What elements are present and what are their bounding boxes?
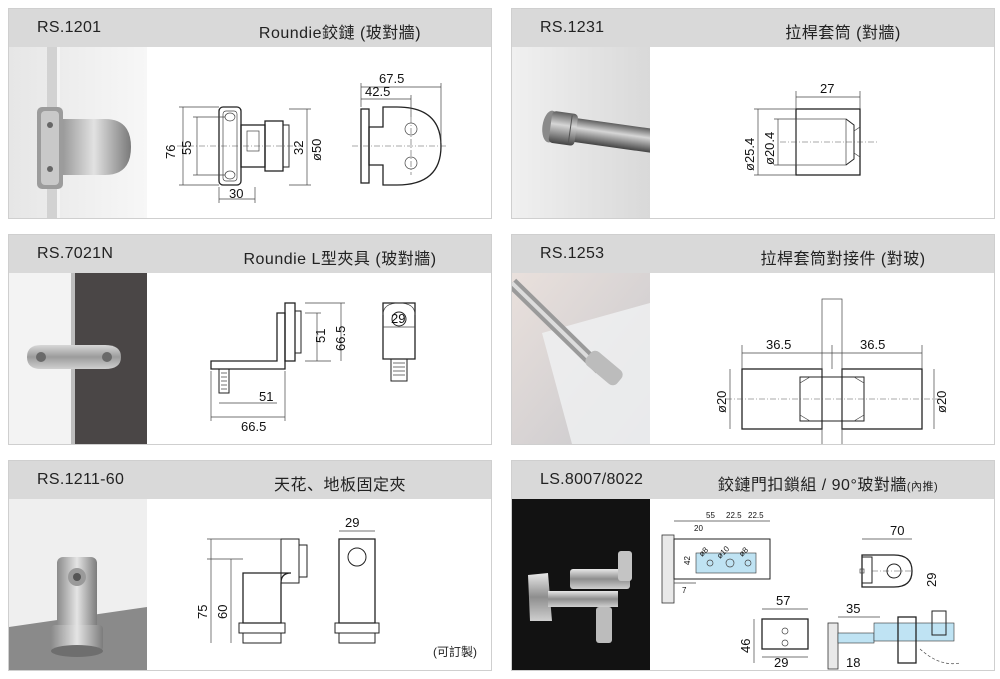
dim-75: 75 (195, 605, 210, 619)
product-code: RS.1201 (37, 19, 102, 36)
dim-55: 55 (706, 511, 715, 520)
dim-7: 7 (682, 586, 687, 595)
dim-35: 35 (846, 601, 860, 616)
product-photo (512, 273, 650, 444)
product-card-ls8007-8022: LS.8007/8022 鉸鏈門扣鎖組 / 90°玻對牆(內推) 55 (511, 460, 995, 671)
product-card-rs1253: RS.1253 拉桿套筒對接件 (對玻) 36.5 (511, 234, 995, 445)
card-header: RS.1253 拉桿套筒對接件 (對玻) (512, 235, 994, 273)
product-card-rs1201: RS.1201 Roundie鉸鏈 (玻對牆) (8, 8, 492, 219)
card-header: RS.1201 Roundie鉸鏈 (玻對牆) (9, 9, 491, 47)
dim-29-h: 29 (774, 655, 788, 670)
dim-76: 76 (163, 145, 178, 159)
dim-29-v: 29 (924, 573, 939, 587)
dim-51-v: 51 (313, 329, 328, 343)
dim-60: 60 (215, 605, 230, 619)
technical-drawing: 76 55 32 ø50 30 67.5 42.5 (147, 47, 491, 218)
dim-18: 18 (846, 655, 860, 670)
dim-d25-4: ø25.4 (742, 138, 757, 171)
product-code: RS.1211-60 (37, 471, 125, 488)
dim-22-5-b: 22.5 (748, 511, 764, 520)
custom-order-note: (可訂製) (433, 645, 477, 659)
product-title: 鉸鏈門扣鎖組 / 90°玻對牆(內推) (717, 477, 939, 494)
dim-d20-right: ø20 (934, 391, 949, 413)
product-card-rs1231: RS.1231 拉桿套筒 (對牆) (511, 8, 995, 219)
card-header: RS.1211-60 天花、地板固定夾 (9, 461, 491, 499)
technical-drawing: 27 ø25.4 ø20.4 (650, 47, 994, 218)
product-title: 拉桿套筒對接件 (對玻) (760, 251, 926, 268)
dim-d50: ø50 (309, 139, 324, 161)
dim-51-h: 51 (259, 389, 273, 404)
dim-42: 42 (683, 556, 692, 565)
dim-32: 32 (291, 141, 306, 155)
product-title: Roundie L型夾具 (玻對牆) (243, 251, 437, 268)
product-photo (512, 47, 650, 218)
dim-67-5: 67.5 (379, 71, 404, 86)
dim-57: 57 (776, 593, 790, 608)
dim-30: 30 (229, 186, 243, 201)
product-title: 天花、地板固定夾 (273, 477, 406, 494)
product-photo (9, 47, 147, 218)
product-code: RS.7021N (37, 245, 114, 262)
product-photo (9, 273, 147, 444)
product-photo (512, 499, 650, 670)
dim-20: 20 (694, 524, 703, 533)
technical-drawing: 55 22.5 22.5 20 42 ø8 ø10 ø8 7 70 29 57 (650, 499, 994, 670)
dim-42-5: 42.5 (365, 84, 390, 99)
dim-36-5-right: 36.5 (860, 337, 885, 352)
dim-d20-4: ø20.4 (762, 132, 777, 165)
product-title: Roundie鉸鏈 (玻對牆) (258, 25, 422, 42)
dim-29: 29 (391, 311, 405, 326)
dim-55: 55 (179, 141, 194, 155)
dim-d20-left: ø20 (714, 391, 729, 413)
dim-70: 70 (890, 523, 904, 538)
dim-29: 29 (345, 515, 359, 530)
technical-drawing: 75 60 29 (147, 499, 491, 670)
dim-36-5-left: 36.5 (766, 337, 791, 352)
dim-46: 46 (738, 639, 753, 653)
product-card-rs7021n: RS.7021N Roundie L型夾具 (玻對牆) (8, 234, 492, 445)
product-title: 拉桿套筒 (對牆) (785, 25, 901, 42)
dim-22-5-a: 22.5 (726, 511, 742, 520)
technical-drawing: 51 66.5 51 66.5 29 (147, 273, 491, 444)
product-photo (9, 499, 147, 670)
dim-66-5-h: 66.5 (241, 419, 266, 434)
product-code: RS.1231 (540, 19, 605, 36)
technical-drawing: 36.5 36.5 ø20 ø20 (650, 273, 994, 444)
dim-66-5-v: 66.5 (333, 326, 348, 351)
card-header: RS.1231 拉桿套筒 (對牆) (512, 9, 994, 47)
product-card-rs1211-60: RS.1211-60 天花、地板固定夾 75 (8, 460, 492, 671)
dim-27: 27 (820, 81, 834, 96)
product-code: RS.1253 (540, 245, 605, 262)
card-header: RS.7021N Roundie L型夾具 (玻對牆) (9, 235, 491, 273)
product-code: LS.8007/8022 (540, 471, 644, 488)
card-header: LS.8007/8022 鉸鏈門扣鎖組 / 90°玻對牆(內推) (512, 461, 994, 499)
